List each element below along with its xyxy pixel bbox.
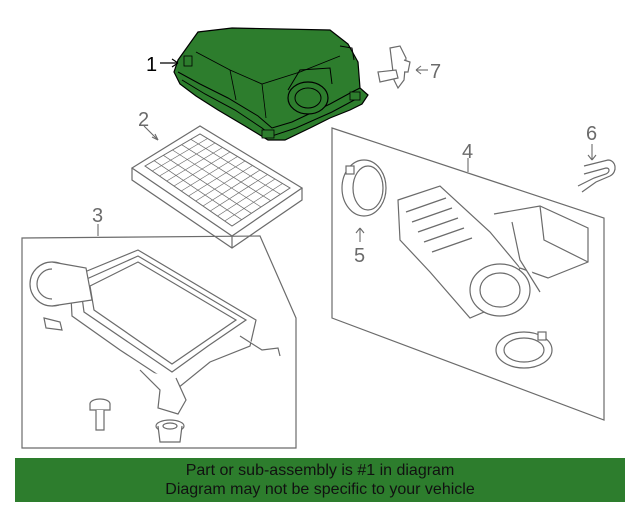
leader-line-1 [160,58,179,68]
callout-3[interactable]: 3 [92,205,103,227]
notice-line-1: Part or sub-assembly is #1 in diagram [185,462,455,479]
part-4-intake-hose[interactable] [397,185,589,319]
clamp-lower[interactable] [495,331,553,369]
parts-diagram: 1 2 3 4 5 6 7 [21,27,616,449]
leader-lines [97,65,597,242]
bolt[interactable] [89,398,111,431]
part-3-air-cleaner-case[interactable] [29,249,281,415]
filter-grid-line [172,149,262,208]
part-1-air-cleaner-cap[interactable] [173,27,369,141]
part-2-air-filter[interactable] [130,125,304,249]
grommet[interactable] [155,419,185,443]
filter-grid-line [181,144,271,201]
filter-grid-line [190,139,281,195]
callout-6[interactable]: 6 [586,123,597,145]
part-4-panel [331,127,605,421]
callout-5[interactable]: 5 [354,245,365,267]
filter-grid-line [163,155,252,214]
part-3-panel [21,235,297,449]
part-5-clamp[interactable] [341,159,387,217]
callout-4[interactable]: 4 [462,141,473,163]
notice-banner: Part or sub-assembly is #1 in diagram Di… [15,458,625,502]
notice-line-2: Diagram may not be specific to your vehi… [165,481,475,498]
part-6-hose[interactable] [577,159,616,193]
callout-2[interactable]: 2 [138,109,149,131]
callout-1[interactable]: 1 [146,54,157,76]
callout-7[interactable]: 7 [430,61,441,83]
filter-grid-line [153,160,242,220]
part-7-bracket[interactable] [377,45,411,90]
